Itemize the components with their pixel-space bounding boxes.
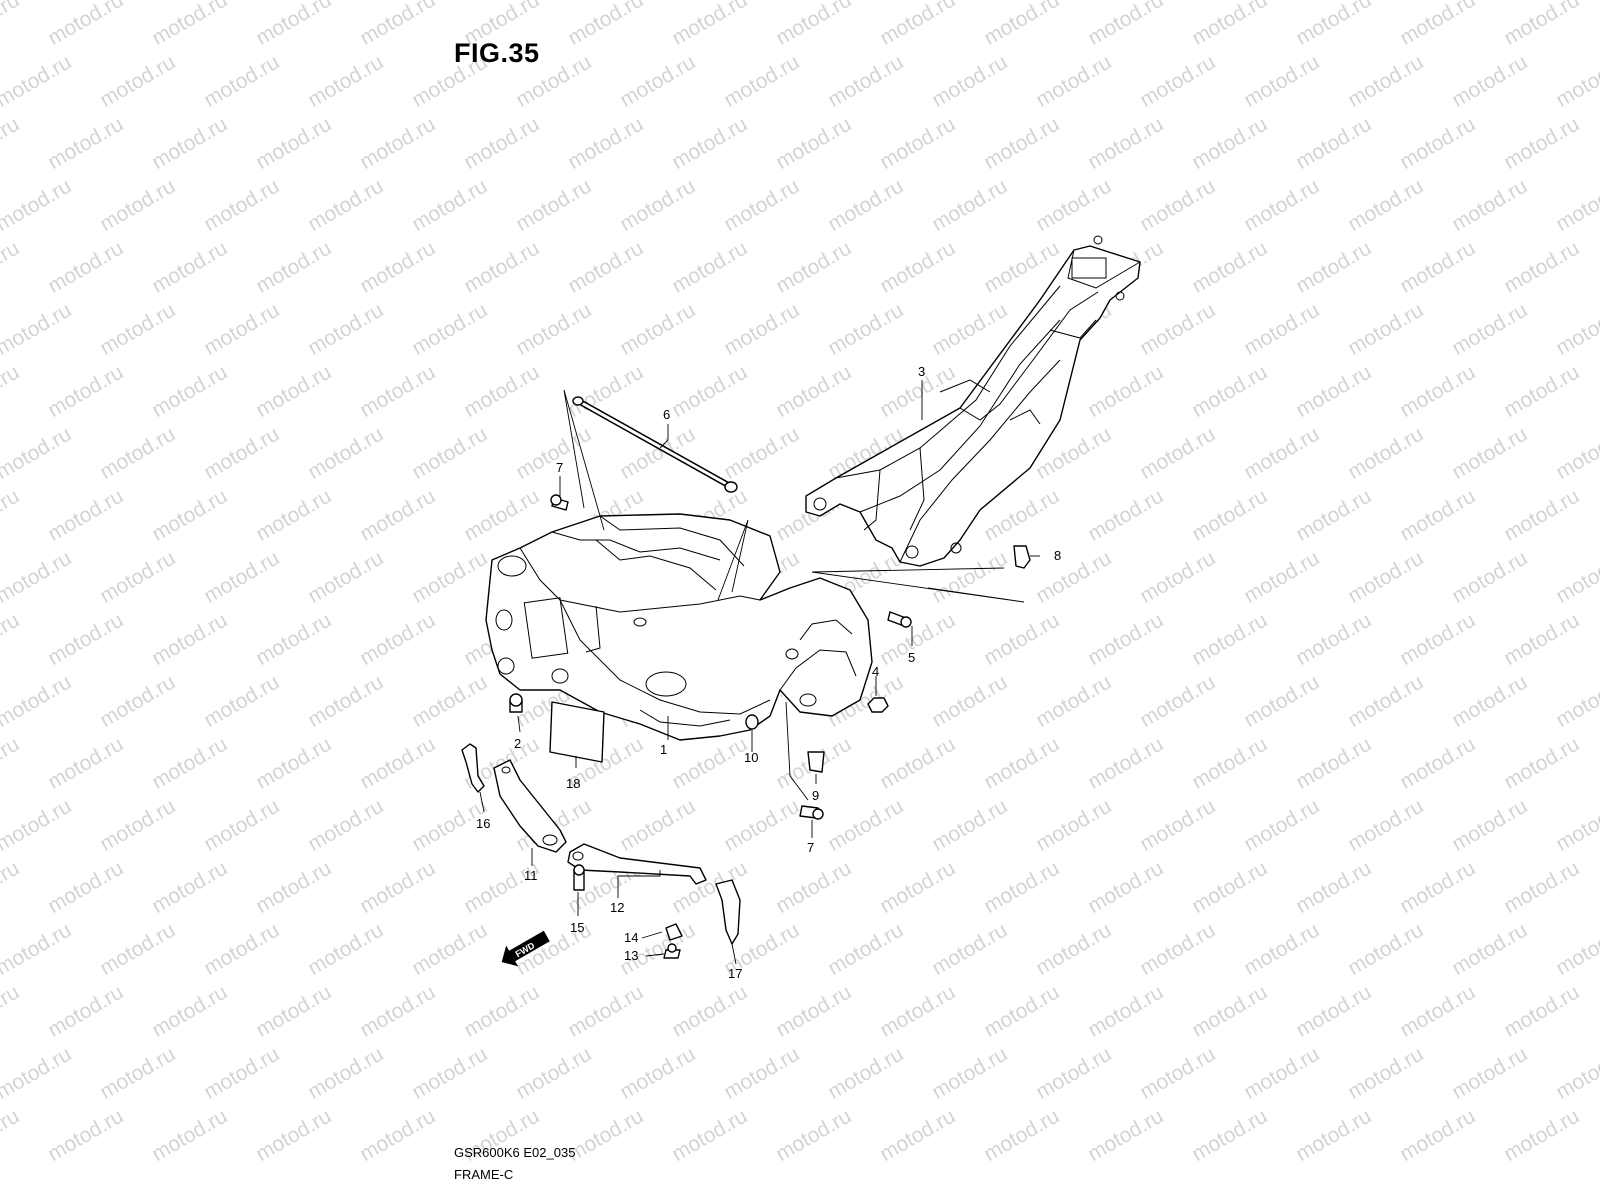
callout-13: 13 — [624, 948, 638, 963]
bolt-13 — [663, 943, 681, 959]
callouts: 6 7 3 8 5 4 2 1 10 18 9 16 7 11 12 15 14… — [476, 364, 1061, 981]
callout-14: 14 — [624, 930, 638, 945]
callout-5: 5 — [908, 650, 915, 665]
bolt-9 — [807, 751, 825, 773]
callout-8: 8 — [1054, 548, 1061, 563]
callout-2: 2 — [514, 736, 521, 751]
callout-11: 11 — [524, 868, 538, 883]
callout-9: 9 — [812, 788, 819, 803]
callout-16: 16 — [476, 816, 490, 831]
model-code: GSR600K6 E02_035 — [454, 1145, 576, 1160]
section-label: FRAME-C — [454, 1167, 514, 1182]
callout-4: 4 — [872, 664, 879, 679]
callout-17: 17 — [728, 966, 742, 981]
bracket-17 — [715, 879, 741, 945]
collar-10 — [745, 714, 759, 730]
bracket-11 — [493, 759, 567, 853]
plate-18 — [549, 701, 605, 763]
callout-12: 12 — [610, 900, 624, 915]
callout-18: 18 — [566, 776, 580, 791]
callout-10: 10 — [744, 750, 758, 765]
figure-title: FIG.35 — [454, 38, 540, 68]
clip-8 — [1013, 545, 1031, 569]
bolt-5 — [887, 611, 912, 628]
bolt-7-lower — [799, 805, 824, 820]
main-frame — [485, 513, 873, 741]
bolt-15 — [573, 864, 585, 891]
callout-3: 3 — [918, 364, 925, 379]
fwd-arrow-icon: FWD — [501, 930, 550, 967]
bracket-16 — [461, 743, 485, 793]
seat-rail — [805, 235, 1141, 567]
nut-4 — [867, 697, 889, 713]
callout-7-upper: 7 — [556, 460, 563, 475]
bolt-2 — [509, 693, 523, 713]
mounting-rod — [572, 396, 738, 493]
callout-1: 1 — [660, 742, 667, 757]
callout-6: 6 — [663, 407, 670, 422]
bracket-12 — [567, 843, 707, 885]
clip-14 — [665, 923, 683, 941]
callout-15: 15 — [570, 920, 584, 935]
callout-7-lower: 7 — [807, 840, 814, 855]
leader-lines — [479, 380, 1040, 965]
bolt-7-upper — [550, 494, 569, 511]
